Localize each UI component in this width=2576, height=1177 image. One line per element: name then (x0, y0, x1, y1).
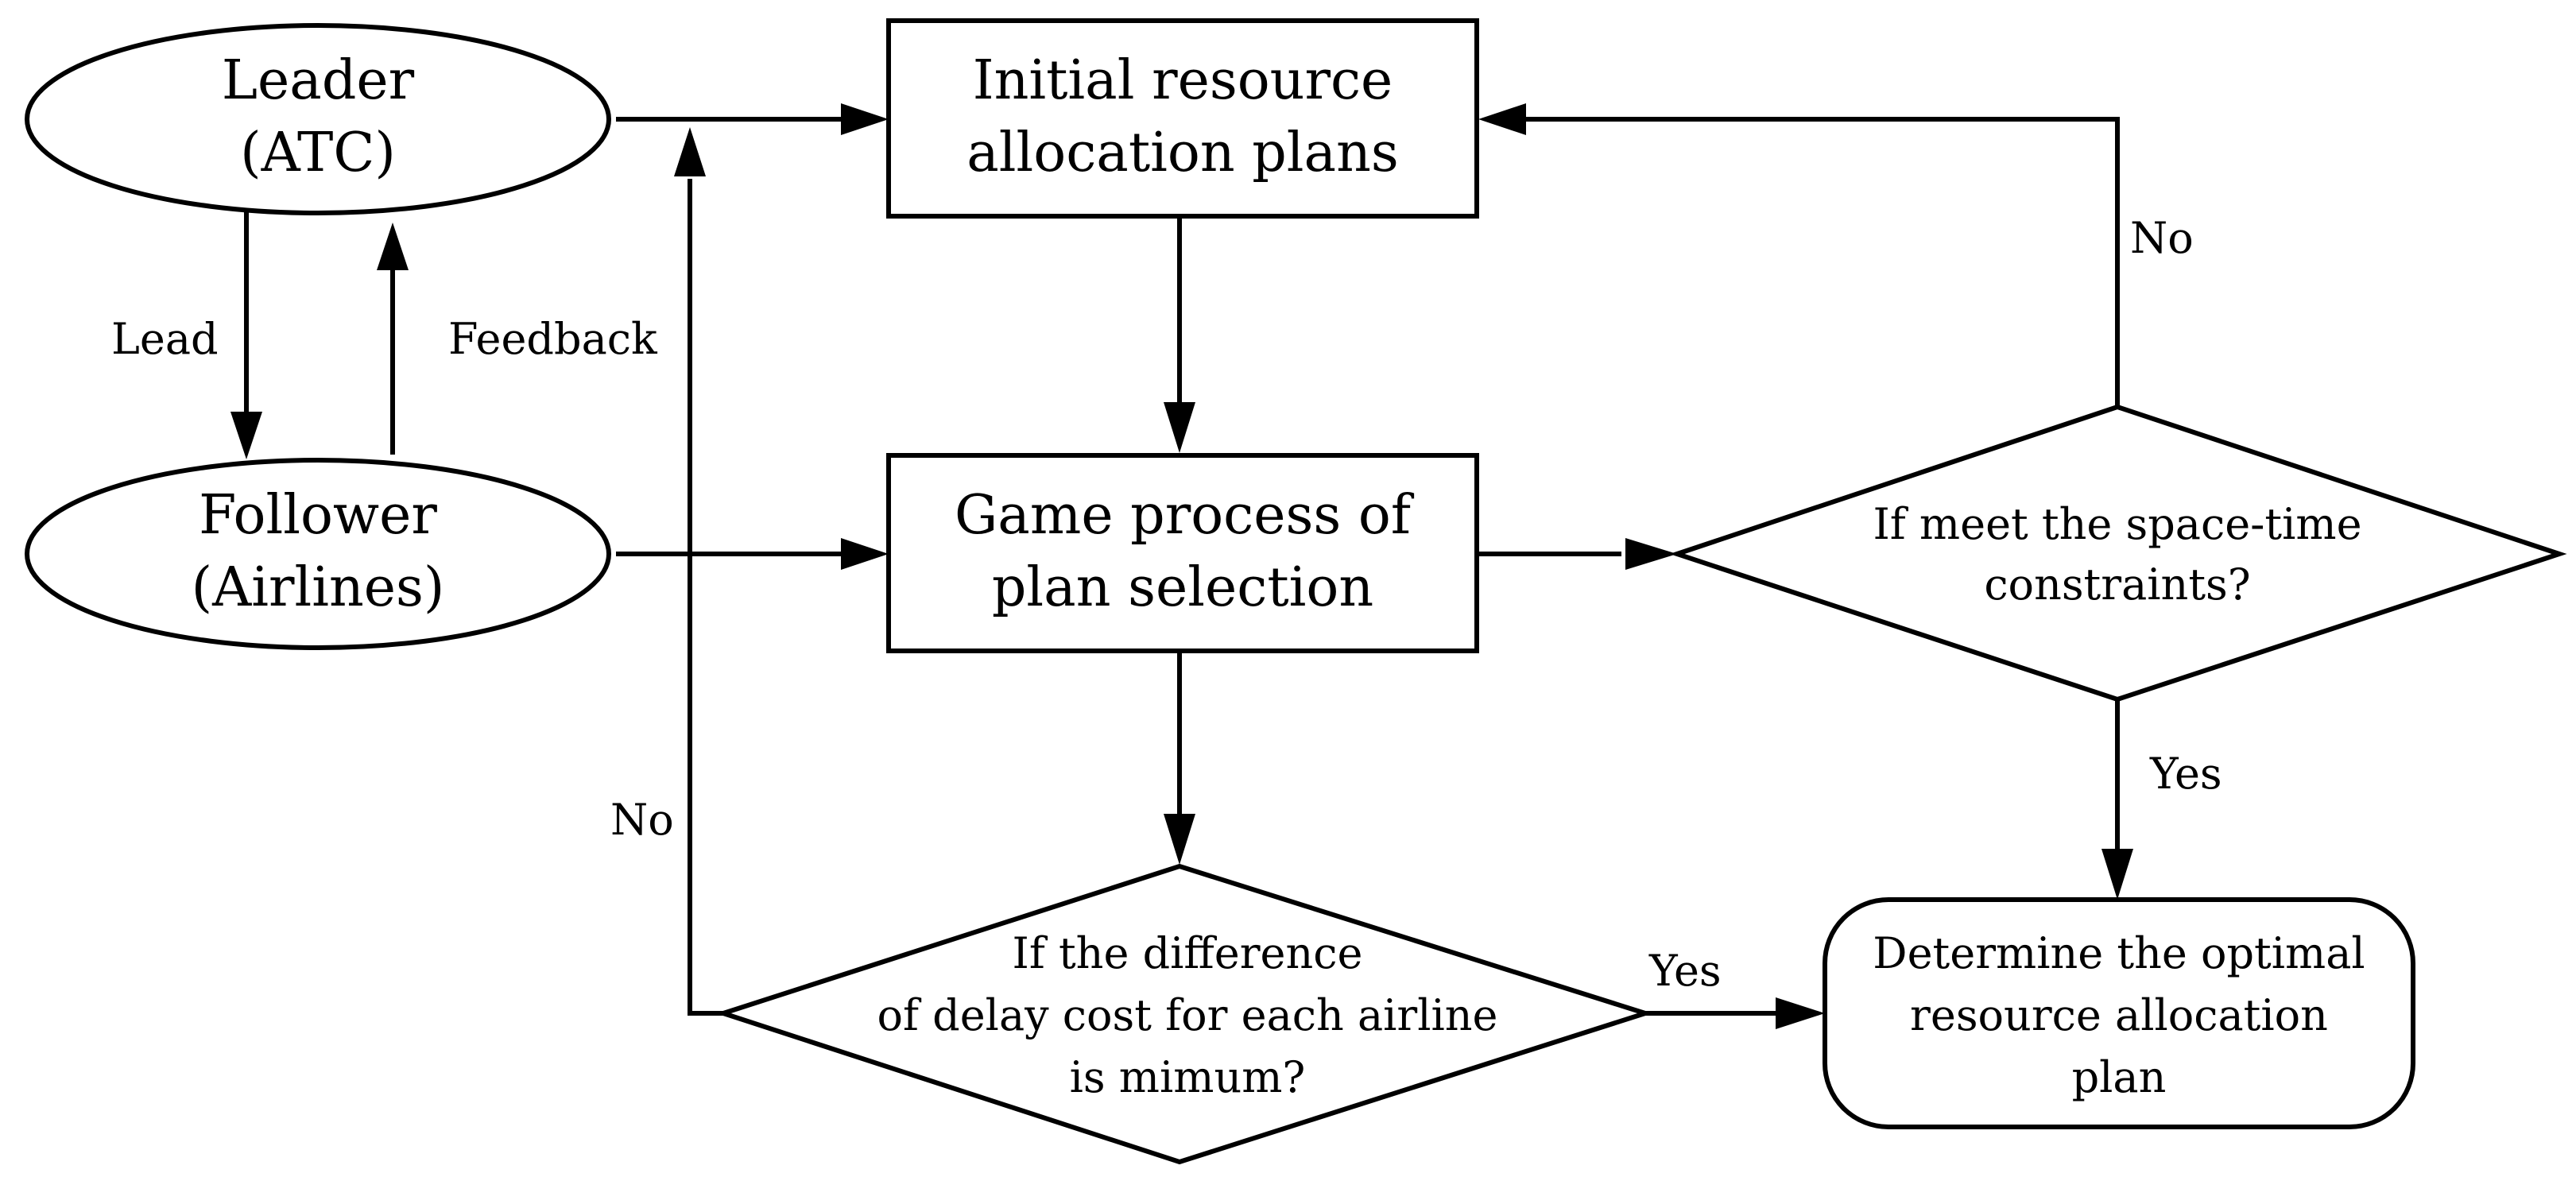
space-time-check-label-line-2: constraints? (1984, 559, 2250, 610)
edge-label-feedback: Feedback (448, 314, 658, 364)
arrowhead-optimal-top (2101, 849, 2133, 900)
edge-delay-no-loop (688, 179, 723, 1016)
arrowhead-space-time-check (1625, 538, 1677, 570)
initial-plans-node (886, 18, 1479, 219)
arrowheads (230, 103, 2133, 1029)
follower-node (25, 458, 611, 650)
follower-label-line-2: (Airlines) (192, 556, 445, 619)
arrowhead-leader (377, 223, 409, 270)
arrowhead-game-process-top (1164, 402, 1195, 453)
edge-label-yes-right: Yes (1648, 946, 1722, 996)
arrowhead-follower (230, 412, 262, 459)
delay-cost-check-label-line-3: is mimum? (1070, 1052, 1306, 1102)
arrowhead-no-loop-left (674, 127, 706, 176)
optimal-plan-label-line-2: resource allocation (1910, 990, 2328, 1040)
connectors (244, 117, 2120, 1016)
delay-cost-check-label-line-2: of delay cost for each airline (877, 990, 1497, 1040)
follower-label-line-1: Follower (199, 484, 437, 547)
space-time-check-node (1669, 404, 2567, 703)
delay-cost-check-node (715, 863, 1653, 1165)
optimal-plan-label-line-3: plan (2072, 1052, 2167, 1102)
arrowhead-delay-cost-check (1164, 814, 1195, 865)
game-process-node (886, 453, 1479, 653)
arrowhead-game-process-left (841, 538, 889, 570)
initial-plans-label-line-1: Initial resource (973, 49, 1393, 112)
edge-label-no-right: No (2130, 213, 2194, 263)
arrowhead-initial-plans (841, 103, 889, 135)
edge-label-lead: Lead (111, 314, 219, 364)
nodes (25, 18, 2567, 1165)
optimal-plan-node (1823, 897, 2415, 1129)
delay-cost-check-label-line-1: If the difference (1013, 928, 1363, 978)
game-process-label-line-2: plan selection (992, 556, 1373, 619)
arrowhead-initial-plans-right (1478, 103, 1526, 135)
initial-plans-label-line-2: allocation plans (966, 122, 1399, 184)
node-labels: Leader (ATC) Follower (Airlines) Initial… (192, 49, 2365, 1102)
optimal-plan-label-line-1: Determine the optimal (1873, 928, 2365, 978)
space-time-check-label-line-1: If meet the space-time (1873, 499, 2361, 549)
edge-labels: Lead Feedback No No Yes Yes (111, 213, 2222, 996)
leader-label-line-1: Leader (222, 49, 415, 112)
leader-label-line-2: (ATC) (240, 122, 396, 184)
leader-node (25, 23, 611, 215)
game-process-label-line-1: Game process of (955, 484, 1415, 547)
edge-space-time-no-loop (1522, 117, 2120, 405)
arrowhead-optimal-left (1776, 997, 1825, 1029)
edge-label-no-left: No (610, 795, 674, 845)
edge-label-yes-bottom: Yes (2149, 749, 2222, 799)
